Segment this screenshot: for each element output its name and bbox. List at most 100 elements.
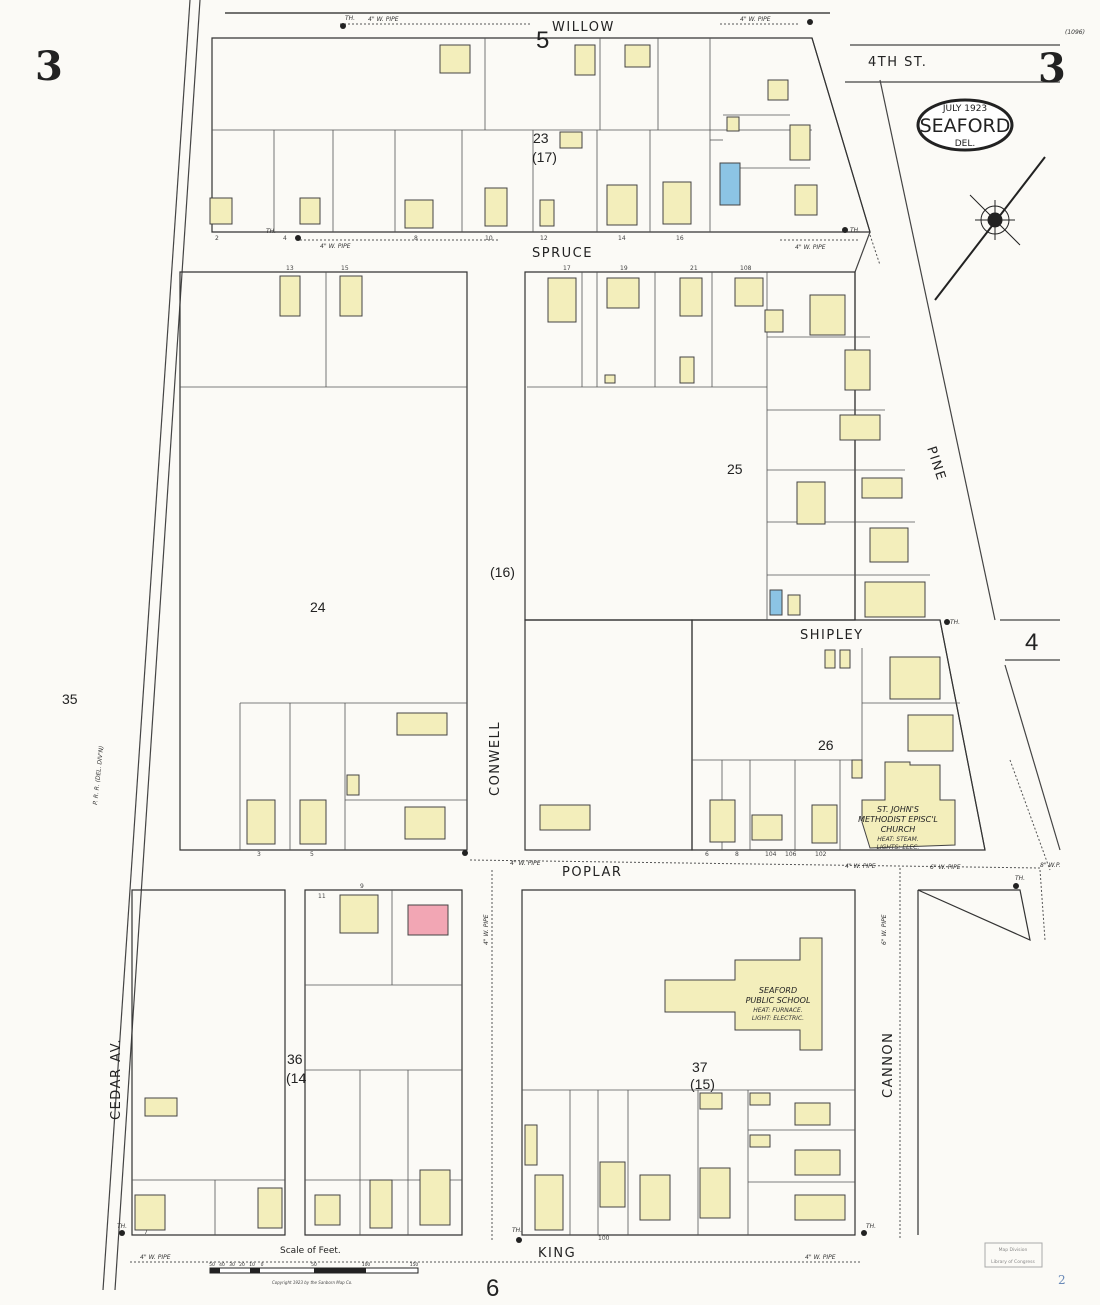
scale-tick-label: 40 xyxy=(219,1262,225,1268)
hydrant-icon xyxy=(842,227,848,233)
lot-lines xyxy=(132,38,960,1235)
building xyxy=(604,374,616,384)
block-25-south xyxy=(524,619,693,851)
house-number: 4 xyxy=(283,235,287,242)
street-cannon: CANNON xyxy=(881,1032,896,1098)
building xyxy=(679,356,695,384)
building xyxy=(794,1149,841,1176)
hydrant-label: TH. xyxy=(850,227,860,234)
building xyxy=(749,1092,771,1106)
block-23 xyxy=(211,37,871,233)
building xyxy=(809,294,846,336)
building xyxy=(257,1187,283,1229)
house-number: 3 xyxy=(257,851,261,858)
building xyxy=(719,162,741,206)
house-number: 16 xyxy=(676,235,684,242)
building xyxy=(851,759,863,779)
pipe-label-poplar: 4" W. PIPE xyxy=(510,860,541,867)
building xyxy=(484,187,508,227)
scale-tick-label: 150 xyxy=(410,1262,419,1268)
building xyxy=(824,649,836,669)
street-shipley: SHIPLEY xyxy=(800,628,864,643)
building xyxy=(534,1174,564,1231)
street-poplar: POPLAR xyxy=(562,865,622,880)
block-old-number-14: (14 xyxy=(286,1070,306,1086)
building xyxy=(279,275,301,317)
scale-segment xyxy=(250,1268,260,1273)
house-number: 9 xyxy=(360,883,364,890)
building xyxy=(599,1161,626,1208)
stamp-line2: Library of Congress xyxy=(991,1259,1035,1265)
house-number: 19 xyxy=(620,265,628,272)
house-number: 8 xyxy=(735,851,739,858)
building xyxy=(796,481,826,525)
building xyxy=(844,349,871,391)
corner-mark: 2 xyxy=(1058,1273,1066,1287)
scale-tick-label: 30 xyxy=(229,1262,235,1268)
house-number: 17 xyxy=(563,265,571,272)
hydrants xyxy=(119,19,1019,1243)
building xyxy=(769,589,783,616)
pipe-label-spruce-east: 4" W. PIPE xyxy=(795,244,826,251)
church-name-3: CHURCH xyxy=(881,825,916,834)
building xyxy=(314,1194,341,1226)
building xyxy=(547,277,577,323)
pipe-label-6in: 6" W. PIPE xyxy=(930,864,961,871)
scale-tick-label: 20 xyxy=(239,1262,245,1268)
copyright: Copyright 1923 by the Sanborn Map Co. xyxy=(272,1280,352,1285)
pipe-label-king-east: 4" W. PIPE xyxy=(805,1254,836,1261)
building xyxy=(559,131,583,149)
house-number: 21 xyxy=(690,265,698,272)
building xyxy=(794,184,818,216)
adjacent-sheet-north[interactable]: 5 xyxy=(536,27,549,54)
building xyxy=(709,799,736,843)
church-light: LIGHTS: ELEC. xyxy=(877,844,920,851)
building xyxy=(396,712,448,736)
hydrant-label: TH. xyxy=(866,1223,876,1230)
street-conwell: CONWELL xyxy=(488,721,503,796)
hydrant-icon xyxy=(516,1237,522,1243)
building xyxy=(907,714,954,752)
pipe-label-willow-east: 4" W. PIPE xyxy=(740,16,771,23)
hydrant-icon xyxy=(944,619,950,625)
building xyxy=(299,197,321,225)
block-number-24: 24 xyxy=(310,599,326,615)
pipe-label-willow: 4" W. PIPE xyxy=(368,16,399,23)
building xyxy=(299,799,327,845)
block-old-number-17: (17) xyxy=(532,149,557,165)
building xyxy=(624,44,651,68)
adjacent-sheet-east[interactable]: 4 xyxy=(1025,629,1038,656)
scale-tick-label: 100 xyxy=(362,1262,371,1268)
block-number-37: 37 xyxy=(692,1059,708,1075)
hydrant-label: TH. xyxy=(512,1227,522,1234)
house-number: 102 xyxy=(815,851,827,858)
building xyxy=(679,277,703,317)
house-number: 6 xyxy=(705,851,709,858)
house-number: 15 xyxy=(341,265,349,272)
street-pine: PINE xyxy=(923,445,948,484)
hydrant-icon xyxy=(295,235,301,241)
adjacent-sheet-south[interactable]: 6 xyxy=(486,1275,499,1302)
hydrant-icon xyxy=(462,850,468,856)
building xyxy=(606,277,640,309)
title-cartouche: JULY 1923 SEAFORD DEL. xyxy=(916,98,1014,152)
building xyxy=(524,1124,538,1166)
building xyxy=(811,804,838,844)
hydrant-label: TH. xyxy=(345,15,355,22)
scale-tick-label: 10 xyxy=(249,1262,255,1268)
scale-segment xyxy=(210,1268,220,1273)
sheet-number-left: 3 xyxy=(35,43,63,90)
building xyxy=(699,1167,731,1219)
building xyxy=(339,894,379,934)
sheet-number-right: 3 xyxy=(1038,45,1066,92)
street-king: KING xyxy=(538,1246,576,1261)
house-number: 7 xyxy=(144,1229,148,1236)
building xyxy=(539,199,555,227)
water-pipes xyxy=(130,23,1051,1263)
index-ref: (1096) xyxy=(1065,29,1085,36)
scale-tick-label: 0 xyxy=(261,1262,264,1268)
building xyxy=(839,414,881,441)
